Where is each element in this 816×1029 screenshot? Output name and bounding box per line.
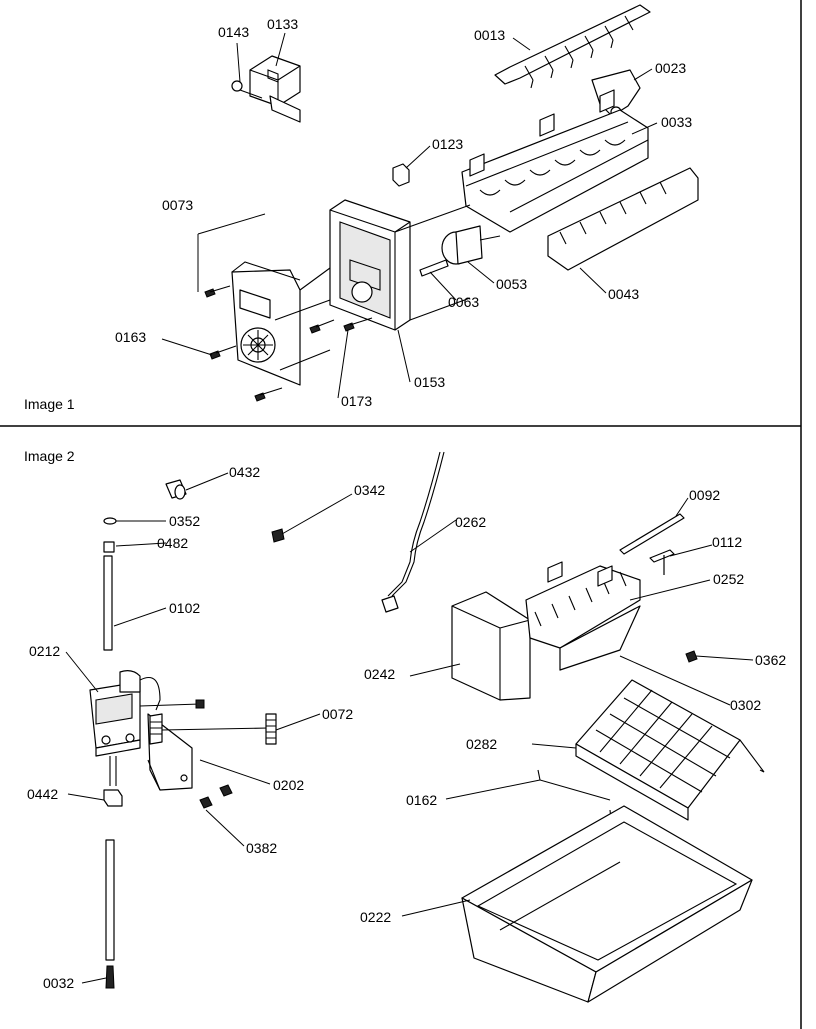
callout-0382: 0382 (246, 840, 277, 856)
callout-0092: 0092 (689, 487, 720, 503)
callout-0352: 0352 (169, 513, 200, 529)
callout-0112: 0112 (712, 534, 742, 550)
part-0102-tube (103, 555, 113, 651)
image-1-caption: Image 1 (24, 396, 75, 412)
callout-0133: 0133 (267, 16, 298, 32)
callout-0173: 0173 (341, 393, 372, 409)
valve-stem (109, 756, 117, 786)
part-0362-screw (685, 650, 698, 663)
leaders-image-1 (161, 32, 658, 399)
callout-0222: 0222 (360, 909, 391, 925)
callout-0342: 0342 (354, 482, 385, 498)
callout-0432: 0432 (229, 464, 260, 480)
callout-0023: 0023 (655, 60, 686, 76)
part-0043-cover (547, 167, 699, 271)
callout-0252: 0252 (713, 571, 744, 587)
callout-0123: 0123 (432, 136, 463, 152)
part-0073-module (231, 261, 331, 386)
part-0032-fitting (105, 965, 115, 989)
callout-0262: 0262 (455, 514, 486, 530)
part-0072-coil (149, 713, 277, 745)
part-0112-lever (649, 549, 675, 575)
callout-0073: 0073 (162, 197, 193, 213)
part-0382-screw-a (219, 784, 233, 797)
leaders-image-2 (65, 472, 754, 984)
part-0212-valve (89, 670, 205, 757)
part-0282-tray (575, 679, 765, 821)
callout-0063: 0063 (448, 294, 479, 310)
part-0252-mold (525, 561, 641, 671)
part-0023-lever (591, 69, 641, 118)
part-0382-screw-b (199, 796, 213, 809)
callout-0202: 0202 (273, 777, 304, 793)
lower-tube (105, 839, 115, 961)
callout-0442: 0442 (27, 786, 58, 802)
part-0092-rod (619, 513, 685, 555)
part-0442-nut (103, 789, 123, 807)
callout-0482: 0482 (157, 535, 188, 551)
part-0123-clip (392, 163, 410, 187)
callout-0033: 0033 (661, 114, 692, 130)
part-0143-screw (231, 80, 263, 99)
callout-0302: 0302 (730, 697, 761, 713)
part-0013-ejector (494, 4, 651, 89)
image-2-panel: Image 2 (24, 448, 786, 1003)
callout-0053: 0053 (496, 276, 527, 292)
callout-0282: 0282 (466, 736, 497, 752)
image-2-caption: Image 2 (24, 448, 75, 464)
callout-0162: 0162 (406, 792, 437, 808)
screws-0163-0173 (204, 285, 373, 402)
callout-0242: 0242 (364, 666, 395, 682)
callout-0072: 0072 (322, 706, 353, 722)
part-0352-washer (103, 517, 117, 525)
callout-0143: 0143 (218, 24, 249, 40)
part-0432-fitting (165, 479, 187, 500)
part-0063-shaft (419, 259, 449, 277)
part-0133-bracket (249, 55, 301, 123)
callout-0043: 0043 (608, 286, 639, 302)
part-0262-harness (381, 451, 445, 613)
image-1-panel: Image 1 0143 0133 0013 0023 0033 0123 00… (24, 4, 699, 412)
callout-0163: 0163 (115, 329, 146, 345)
control-housing (329, 199, 471, 331)
callout-0362: 0362 (755, 652, 786, 668)
callout-0032: 0032 (43, 975, 74, 991)
callout-0102: 0102 (169, 600, 200, 616)
callout-0212: 0212 (29, 643, 60, 659)
part-0242-housing (451, 591, 531, 701)
part-0222-bin (461, 805, 753, 1003)
part-0482-cap (103, 541, 115, 553)
callout-0153: 0153 (414, 374, 445, 390)
part-0342-clip (271, 528, 285, 543)
part-0053-motor (441, 225, 501, 265)
callout-0013: 0013 (474, 27, 505, 43)
